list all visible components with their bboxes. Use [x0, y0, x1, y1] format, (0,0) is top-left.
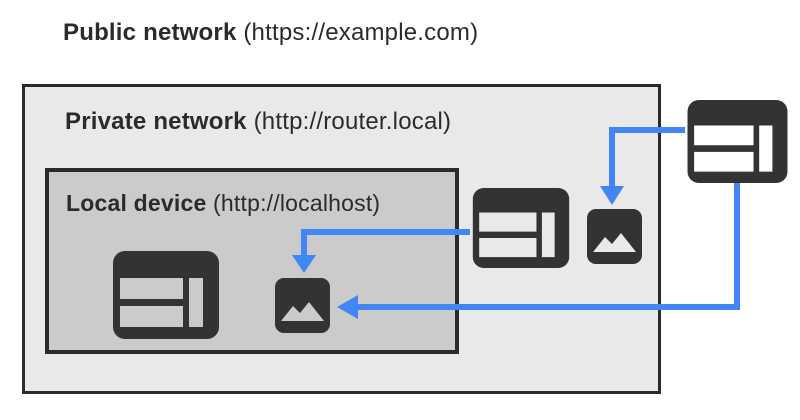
private-network-label-url: (http://router.local) [246, 108, 452, 135]
public-network-label-bold: Public network [63, 19, 237, 46]
image-icon [275, 278, 330, 333]
browser-window-icon [472, 188, 570, 268]
public-network-label-url: (https://example.com) [236, 19, 479, 46]
private-network-browser [470, 188, 572, 268]
browser-window-icon [687, 100, 788, 183]
local-device-browser [113, 251, 219, 339]
public-network-browser [685, 100, 790, 183]
local-device-box: Local device (http://localhost) [45, 168, 459, 354]
local-device-image [275, 278, 330, 333]
private-network-label: Private network (http://router.local) [65, 108, 451, 136]
private-network-label-bold: Private network [65, 108, 247, 135]
public-network-label: Public network (https://example.com) [63, 19, 478, 47]
image-icon [587, 209, 642, 264]
private-network-image [587, 209, 642, 264]
local-device-label-bold: Local device [66, 190, 207, 216]
local-device-label-url: (http://localhost) [206, 190, 381, 216]
local-device-label: Local device (http://localhost) [66, 190, 380, 217]
browser-window-icon [113, 251, 219, 339]
